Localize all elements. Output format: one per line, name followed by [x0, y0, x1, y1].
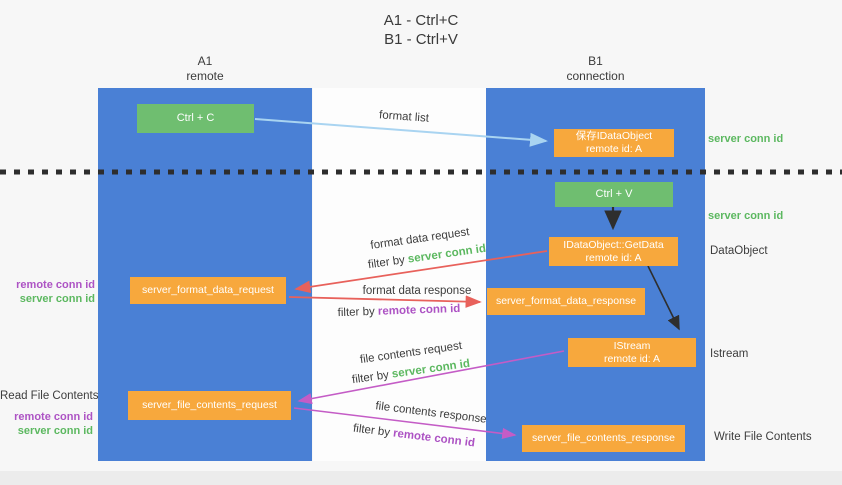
diagram-title: A1 - Ctrl+C B1 - Ctrl+V [0, 11, 842, 49]
node-istream-line1: IStream [613, 339, 651, 352]
node-ctrl-v-label: Ctrl + V [595, 188, 633, 200]
node-getdata-line1: IDataObject::GetData [563, 238, 664, 251]
annotation-istream: Istream [710, 348, 749, 360]
node-ctrl-c-label: Ctrl + C [176, 112, 215, 124]
node-server-format-data-response-label: server_format_data_response [495, 295, 637, 307]
node-ctrl-v: Ctrl + V [555, 182, 673, 207]
annotation-server-conn-id-mid: server conn id [708, 210, 784, 222]
node-server-format-data-request: server_format_data_request [130, 277, 286, 304]
annotation-server-conn-id: server conn id [17, 425, 93, 437]
node-server-format-data-response: server_format_data_response [487, 288, 645, 315]
lifeline-b1-role: connection [566, 69, 625, 83]
node-istream: IStream remote id: A [568, 338, 696, 367]
node-save-dataobject-line1: 保存IDataObject [575, 130, 653, 142]
node-getdata: IDataObject::GetData remote id: A [549, 237, 678, 266]
node-server-file-contents-response: server_file_contents_response [522, 425, 685, 452]
annotation-remote-conn-id: remote conn id [14, 411, 93, 423]
annotation-write-file-contents: Write File Contents [714, 431, 812, 443]
annotation-read-file-contents: Read File Contents [0, 390, 99, 402]
node-server-file-contents-request-label: server_file_contents_request [142, 399, 277, 411]
lifeline-a1-role: remote [186, 69, 224, 83]
annotation-dataobject: DataObject [710, 245, 768, 257]
node-server-format-data-request-label: server_format_data_request [142, 284, 274, 296]
annotation-server-conn-id: server conn id [19, 293, 95, 305]
node-istream-line2: remote id: A [603, 352, 661, 365]
footer-strip [0, 471, 842, 485]
title-line-2: B1 - Ctrl+V [384, 31, 458, 48]
node-getdata-line2: remote id: A [585, 251, 642, 264]
lifeline-header-b1: B1 connection [486, 54, 705, 84]
annotation-remote-conn-id: remote conn id [16, 279, 95, 291]
title-line-1: A1 - Ctrl+C [383, 12, 459, 29]
node-save-dataobject-line2: remote id: A [585, 143, 643, 155]
lifeline-header-a1: A1 remote [98, 54, 312, 84]
annotation-server-conn-id-top: server conn id [708, 133, 784, 145]
lifeline-b1-name: B1 [588, 54, 603, 68]
node-save-dataobject: 保存IDataObject remote id: A [554, 129, 674, 157]
annotation-conn-ids-lower: remote conn id server conn id [0, 410, 93, 438]
node-server-file-contents-request: server_file_contents_request [128, 391, 291, 420]
lifeline-a1-name: A1 [197, 54, 213, 68]
filter-by-text: filter by [337, 305, 375, 320]
edge-label-format-data-response: format data response [362, 285, 472, 297]
node-ctrl-c: Ctrl + C [137, 104, 254, 133]
node-server-file-contents-response-label: server_file_contents_response [531, 432, 675, 444]
annotation-conn-ids-upper: remote conn id server conn id [0, 278, 95, 306]
